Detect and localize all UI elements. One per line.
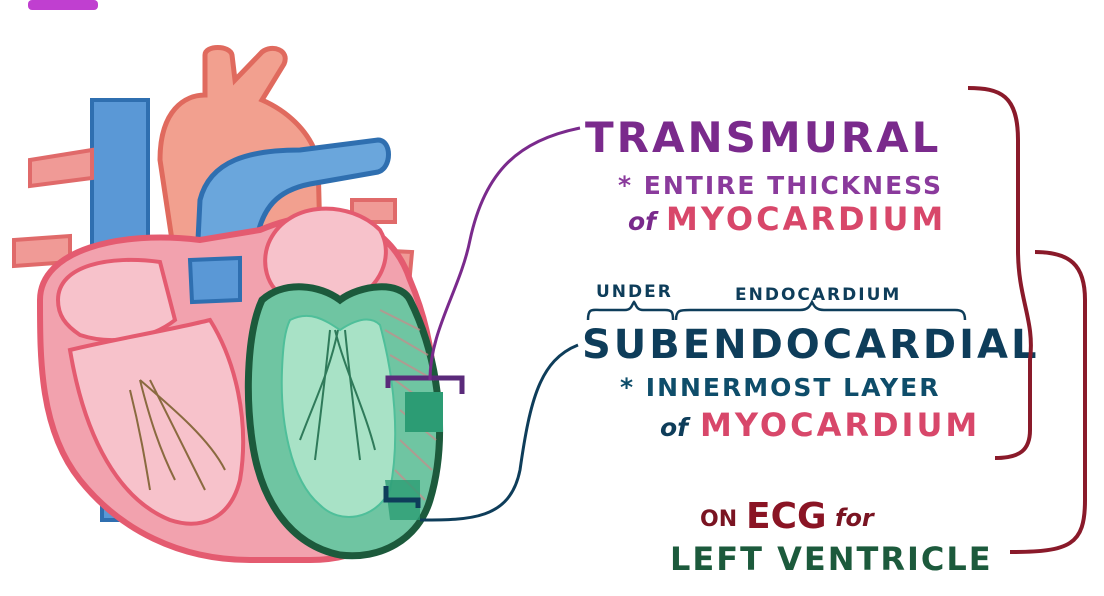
transmural-zone bbox=[405, 392, 443, 432]
left-pulmonary-vein bbox=[30, 150, 92, 186]
under-brace bbox=[588, 302, 673, 320]
left-ventricle bbox=[248, 287, 462, 556]
subendo-note: * INNERMOST LAYER bbox=[620, 373, 940, 402]
upper-bracket bbox=[968, 88, 1031, 458]
on-label: ON bbox=[700, 507, 737, 532]
subendo-myocardium: MYOCARDIUM bbox=[700, 406, 980, 444]
transmural-note: * ENTIRE THICKNESS bbox=[618, 171, 943, 200]
right-atrium bbox=[58, 260, 175, 340]
transmural-myocardium: MYOCARDIUM bbox=[666, 200, 946, 238]
endocardium-label: ENDOCARDIUM bbox=[735, 285, 901, 305]
purple-mark bbox=[28, 0, 98, 10]
ecg-label: ECG bbox=[746, 496, 827, 537]
transmural-of: of bbox=[628, 207, 659, 236]
subendocardial-connector bbox=[420, 345, 578, 520]
left-ventricle-label: LEFT VENTRICLE bbox=[670, 540, 993, 578]
vena-cava-vessel bbox=[92, 100, 148, 250]
for-label: for bbox=[835, 504, 876, 532]
transmural-connector bbox=[430, 128, 580, 380]
labels: TRANSMURAL * ENTIRE THICKNESS of MYOCARD… bbox=[582, 113, 1039, 578]
subendo-of: of bbox=[660, 413, 691, 442]
under-label: UNDER bbox=[596, 282, 673, 302]
outer-bracket bbox=[1010, 252, 1085, 552]
subendocardial-title: SUBENDOCARDIAL bbox=[582, 322, 1039, 368]
svc-stub bbox=[190, 258, 240, 302]
transmural-title: TRANSMURAL bbox=[585, 113, 941, 162]
